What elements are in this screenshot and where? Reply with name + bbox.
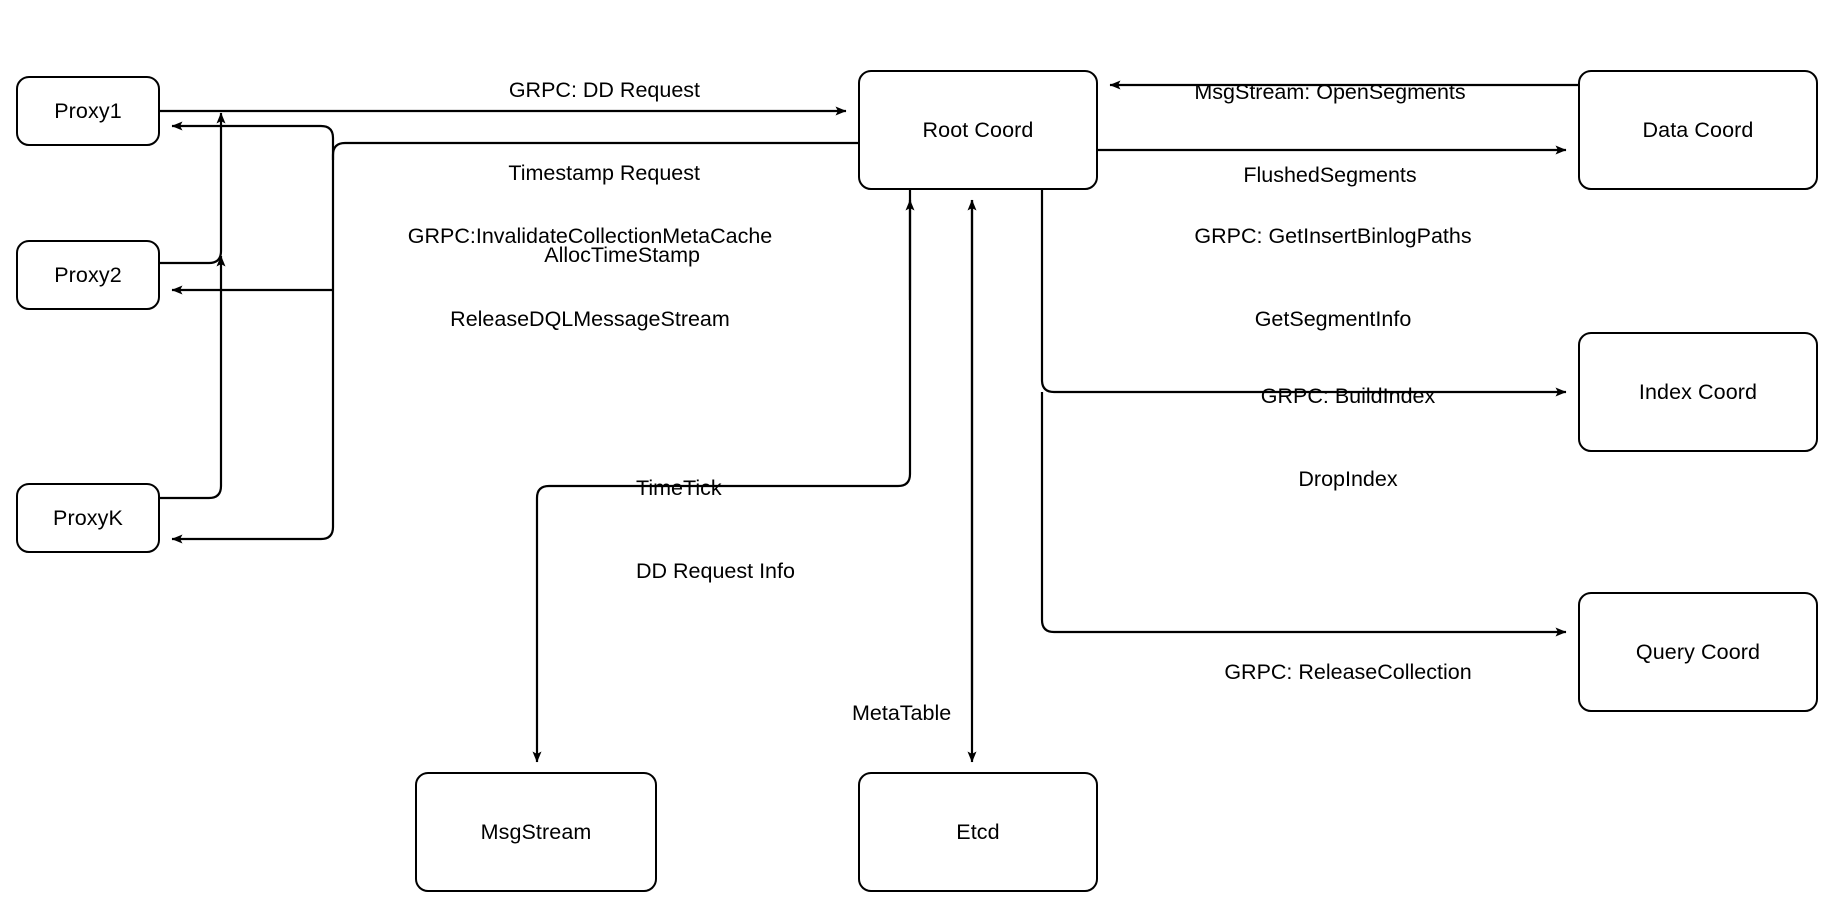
node-etcd[interactable]: Etcd xyxy=(858,772,1098,892)
edge-label-line: DropIndex xyxy=(1298,466,1398,491)
edge-label-proxy-to-rootcoord: GRPC: DD Request Timestamp Request Alloc… xyxy=(400,22,700,325)
edge-label-line: AllocTimeStamp xyxy=(544,243,700,267)
edge-label-line: TimeTick xyxy=(636,476,722,500)
edge-label-line: FlushedSegments xyxy=(1243,162,1417,187)
edge-label-rootcoord-to-proxy: GRPC:InvalidateCollectionMetaCache Relea… xyxy=(380,168,800,388)
node-label: Proxy2 xyxy=(54,262,122,287)
edge-label-line: GetSegmentInfo xyxy=(1254,306,1412,331)
edge-label-line: GRPC: DD Request xyxy=(508,78,700,102)
edge-label-rootcoord-to-indexcoord: GRPC: BuildIndex DropIndex xyxy=(1198,328,1498,548)
node-label: ProxyK xyxy=(53,505,123,530)
edge-label-line: GRPC: ReleaseCollection xyxy=(1224,660,1472,684)
node-proxy1[interactable]: Proxy1 xyxy=(16,76,160,146)
edge-label-datacoord-to-rootcoord: MsgStream: OpenSegments FlushedSegments xyxy=(1160,24,1500,244)
node-proxy2[interactable]: Proxy2 xyxy=(16,240,160,310)
node-index-coord[interactable]: Index Coord xyxy=(1578,332,1818,452)
edge-label-line: ReleaseDQLMessageStream xyxy=(450,306,730,331)
edge-label-line: GRPC: GetInsertBinlogPaths xyxy=(1194,224,1472,248)
edge-label-line: GRPC: BuildIndex xyxy=(1260,384,1436,408)
edge-label-line: GRPC:InvalidateCollectionMetaCache xyxy=(407,224,773,248)
node-root-coord[interactable]: Root Coord xyxy=(858,70,1098,190)
edge-label-rootcoord-to-querycoord: GRPC: ReleaseCollection xyxy=(1198,604,1498,742)
edge-bus-branch-proxy1 xyxy=(171,121,335,160)
node-msgstream[interactable]: MsgStream xyxy=(415,772,657,892)
node-label: MsgStream xyxy=(480,819,592,844)
node-label: Etcd xyxy=(956,819,1000,844)
node-proxyk[interactable]: ProxyK xyxy=(16,483,160,553)
edge-label-rootcoord-to-msgstream: TimeTick DD Request Info xyxy=(636,420,916,640)
node-label: Index Coord xyxy=(1638,379,1758,404)
edge-label-line: Timestamp Request xyxy=(508,160,700,185)
edge-rootcoord-to-msgstream xyxy=(532,190,912,763)
edge-rootcoord-to-proxies-bus xyxy=(171,141,858,544)
edge-label-line: MetaTable xyxy=(852,701,952,725)
edge-rootcoord-to-querycoord xyxy=(1040,392,1567,637)
edge-label-rootcoord-etcd: MetaTable xyxy=(852,645,1012,783)
edge-label-rootcoord-to-datacoord: GRPC: GetInsertBinlogPaths GetSegmentInf… xyxy=(1168,168,1498,388)
edge-proxy2-to-trunk xyxy=(160,112,226,265)
edge-rootcoord-to-indexcoord xyxy=(1040,190,1567,397)
edge-label-line: MsgStream: OpenSegments xyxy=(1194,80,1466,104)
edge-label-line: DD Request Info xyxy=(636,558,795,583)
node-label: Proxy1 xyxy=(54,98,122,123)
edge-proxyk-to-trunk xyxy=(160,255,226,500)
node-data-coord[interactable]: Data Coord xyxy=(1578,70,1818,190)
node-label: Query Coord xyxy=(1635,639,1761,664)
node-label: Root Coord xyxy=(922,117,1034,142)
node-label: Data Coord xyxy=(1642,117,1754,142)
node-query-coord[interactable]: Query Coord xyxy=(1578,592,1818,712)
